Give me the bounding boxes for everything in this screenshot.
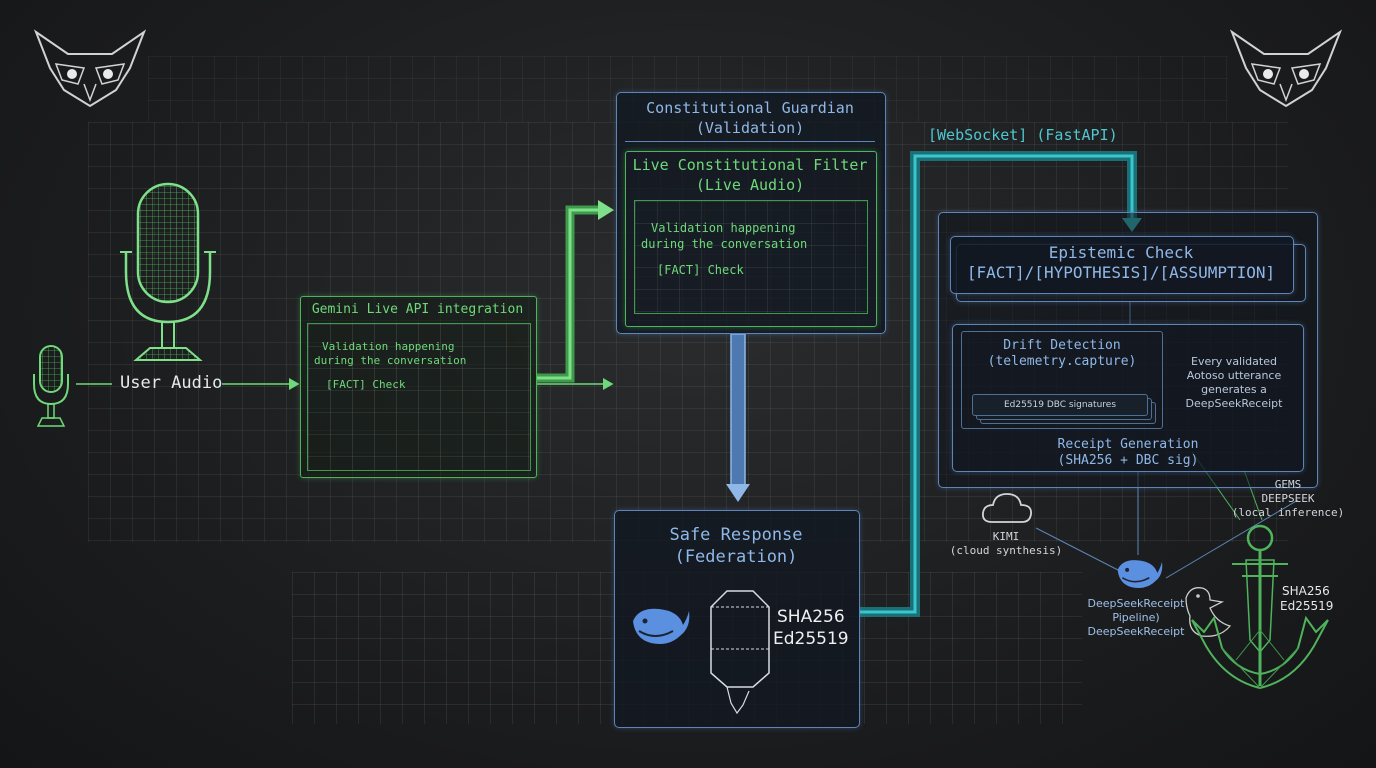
filter-title-2: (Live Audio) [695, 176, 805, 194]
safe-hash-2: Ed25519 [773, 629, 849, 649]
microphone-icon [120, 182, 216, 361]
guardian-title-2: (Validation) [695, 119, 805, 137]
pipeline-label-2: Pipeline) [1112, 611, 1160, 624]
websocket-label: [WebSocket] (FastAPI) [928, 126, 1118, 144]
cloud-icon [982, 493, 1032, 523]
receipt-title-1: Receipt Generation [1057, 437, 1199, 452]
constitutional-guardian-box: Constitutional Guardian (Validation) Liv… [616, 92, 886, 334]
pipeline-label-3: DeepSeekReceipt [1087, 625, 1185, 638]
drift-receipt-box: Drift Detection (telemetry.capture) Ed25… [952, 324, 1304, 472]
anchor-icon [1191, 524, 1329, 690]
green-arrow-head [598, 200, 614, 220]
signature-card: Ed25519 DBC signatures [972, 394, 1148, 416]
kimi-link [1035, 527, 1119, 571]
whale-icon [633, 608, 690, 644]
gemini-inner-panel: Validation happening during the conversa… [307, 323, 531, 471]
receipt-title-2: (SHA256 + DBC sig) [1057, 453, 1199, 468]
green-up-arrow-core [536, 208, 600, 380]
gems-label-2: DEEPSEEK [1261, 492, 1315, 505]
gemini-line-2: during the conversation [314, 354, 467, 367]
gems-label-3: (local inference) [1231, 506, 1345, 519]
teal-pipe-core [860, 154, 1134, 614]
guardian-divider [625, 141, 875, 142]
receipt-note-2: Aotoso utterance [1186, 369, 1282, 382]
kimi-label-2: (cloud synthesis) [949, 544, 1063, 557]
anchor-hash-1: SHA256 [1282, 584, 1330, 598]
drift-title-2: (telemetry.capture) [987, 354, 1137, 369]
safe-title-2: (Federation) [674, 547, 798, 567]
gems-link [1165, 499, 1299, 579]
safe-hash-1: SHA256 [777, 607, 845, 627]
receipt-note-1: Every validated [1191, 355, 1277, 368]
user-audio-label: User Audio [120, 373, 223, 393]
gemini-integration-box: Gemini Live API integration Validation h… [300, 296, 537, 478]
owl-icon [33, 29, 147, 108]
anchor-hash-2: Ed25519 [1280, 599, 1334, 613]
epistemic-title-1: Epistemic Check [1048, 243, 1194, 262]
blue-down-shaft [730, 333, 746, 487]
filter-fact-check: [FACT] Check [657, 263, 744, 277]
drift-title-1: Drift Detection [1003, 338, 1121, 353]
kimi-label-1: KIMI [992, 530, 1020, 543]
safe-title-1: Safe Response [669, 525, 803, 545]
filter-inner-panel: Validation happening during the conversa… [634, 200, 868, 314]
filter-title-1: Live Constitutional Filter [632, 156, 868, 174]
signature-label: Ed25519 DBC signatures [1003, 400, 1117, 410]
green-up-arrow [536, 205, 600, 383]
duck-icon [1185, 587, 1232, 637]
live-filter-box: Live Constitutional Filter (Live Audio) … [625, 151, 877, 327]
gemini-fact-check: [FACT] Check [326, 378, 406, 391]
gems-label-1: GEMS [1274, 478, 1302, 491]
gemini-title: Gemini Live API integration [311, 302, 524, 317]
hex-prism-icon [710, 590, 770, 715]
owl-icon [1229, 29, 1343, 108]
safe-response-box: Safe Response (Federation) SHA256 Ed2551… [614, 510, 860, 728]
filter-line-1: Validation happening [651, 221, 796, 235]
receipt-note-3: generates a [1201, 383, 1267, 396]
whale-icon [1117, 560, 1163, 589]
epistemic-check-card: Epistemic Check [FACT]/[HYPOTHESIS]/[ASS… [950, 236, 1294, 294]
filter-line-2: during the conversation [641, 237, 808, 251]
pipeline-label-1: DeepSeekReceipt [1087, 597, 1185, 610]
drift-detection-box: Drift Detection (telemetry.capture) Ed25… [961, 331, 1163, 429]
blue-arrow-head [726, 484, 750, 502]
epistemic-title-2: [FACT]/[HYPOTHESIS]/[ASSUMPTION] [966, 263, 1276, 282]
gemini-line-1: Validation happening [322, 340, 455, 353]
microphone-icon [33, 345, 69, 427]
receipt-note-4: DeepSeekReceipt [1185, 397, 1283, 410]
guardian-title-1: Constitutional Guardian [646, 99, 854, 117]
